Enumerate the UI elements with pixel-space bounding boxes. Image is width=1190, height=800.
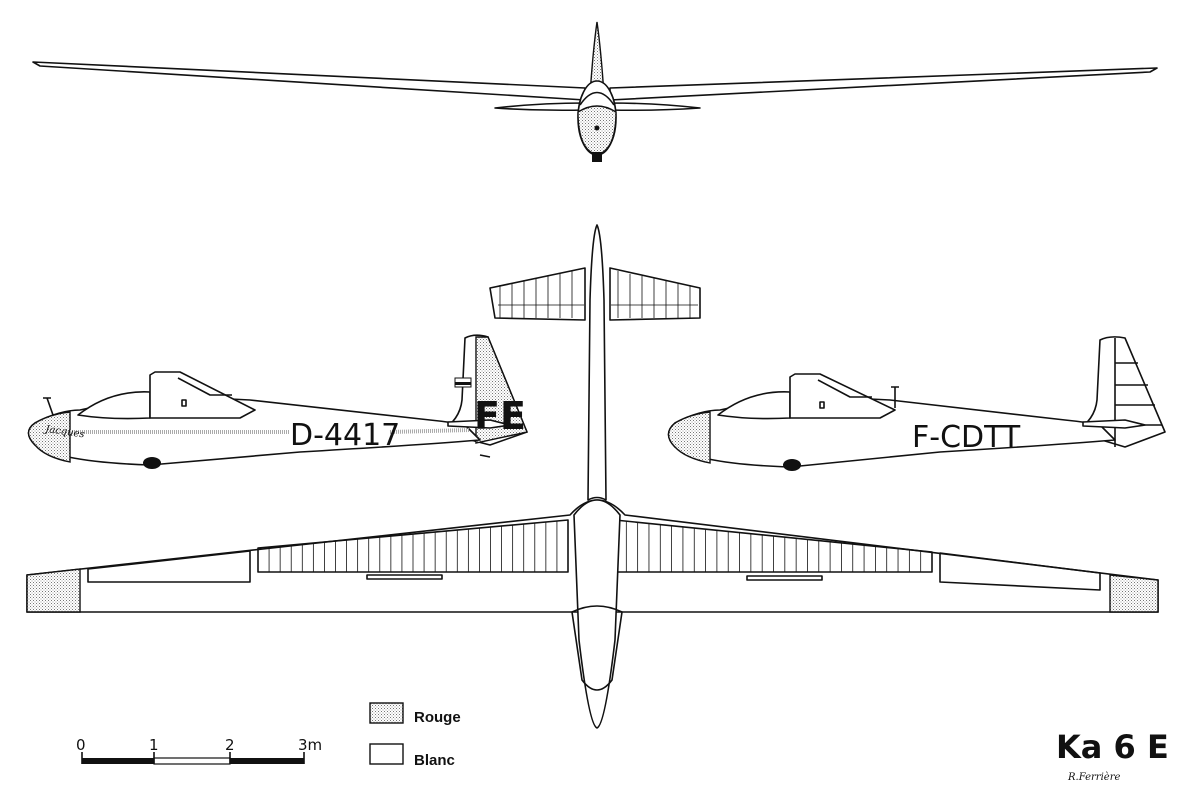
plan-left-tailplane [489,267,586,321]
front-wheel [592,152,602,162]
scale-tick-1: 1 [149,736,159,754]
legend-label-blanc: Blanc [414,752,455,769]
side-view-right: F-CDTT [667,336,1166,471]
left-wingtip-red [26,568,81,613]
plan-view [26,224,1159,729]
legend: Rouge Blanc [369,702,461,769]
left-rudder [475,336,528,444]
front-left-tailplane [494,102,586,112]
plan-canopy [571,605,623,691]
left-flap-section [257,519,569,573]
scale-bar: 0 1 2 3m [76,736,322,765]
front-left-wing [32,61,586,101]
left-canopy [77,391,151,420]
side-view-left: D-4417 FE Jacques [27,334,528,469]
signature: R.Ferrière [1067,772,1120,783]
legend-swatch-blanc [369,743,404,765]
registration-left: D-4417 [290,418,400,453]
right-canopy [717,391,791,420]
front-view [32,21,1158,162]
front-right-wing [609,67,1158,101]
scale-tick-2: 2 [225,736,235,754]
legend-swatch-rouge [369,702,404,724]
right-aileron [939,552,1101,591]
registration-right: F-CDTT [912,420,1021,455]
right-airbrake [746,575,823,581]
right-wheel [783,459,801,471]
left-wheel [143,457,161,469]
legend-label-rouge: Rouge [414,709,461,726]
right-wingtip-red [1109,574,1159,613]
plan-tailboom [587,224,607,501]
front-right-tailplane [609,102,701,112]
aircraft-title: Ka 6 E [1056,728,1169,766]
plan-right-tailplane [609,267,701,321]
fin-code: FE [474,394,526,438]
scale-tick-3: 3m [298,736,322,754]
plan-fuselage [573,499,621,729]
left-airbrake [366,574,443,580]
left-rear-canopy [149,371,256,419]
right-rear-canopy [789,373,896,419]
right-fin [1074,336,1166,448]
scale-tick-0: 0 [76,736,86,754]
left-aileron [87,550,251,583]
